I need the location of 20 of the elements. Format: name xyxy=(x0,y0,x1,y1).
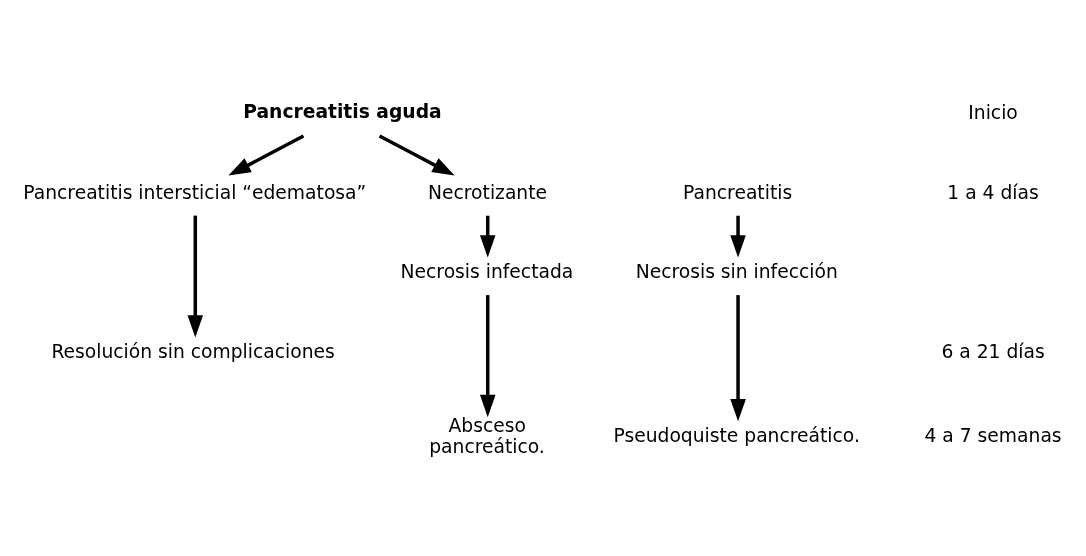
arrow xyxy=(730,294,746,421)
node-text: Pancreatitis xyxy=(683,181,793,203)
arrow xyxy=(730,215,746,258)
arrow xyxy=(378,133,455,176)
label: Inicio xyxy=(968,101,1018,123)
node-text: Necrosis sin infección xyxy=(635,260,838,282)
label: 4 a 7 semanas xyxy=(924,424,1062,446)
node-text: Pseudoquiste pancreático. xyxy=(613,424,860,446)
node-text: Necrosis infectada xyxy=(400,260,574,282)
arrow xyxy=(479,215,496,258)
arrow xyxy=(228,133,305,176)
label: 1 a 4 días xyxy=(947,181,1039,203)
node-text: Resolución sin complicaciones xyxy=(51,340,335,362)
node-text: Necrotizante xyxy=(428,181,548,203)
label: 6 a 21 días xyxy=(941,340,1045,362)
node-text: Absceso pancreático. xyxy=(429,414,545,457)
arrow xyxy=(479,294,496,417)
node-text: Pancreatitis intersticial “edematosa” xyxy=(23,181,367,203)
node-text: Pancreatitis aguda xyxy=(243,100,442,122)
arrow xyxy=(187,215,204,337)
